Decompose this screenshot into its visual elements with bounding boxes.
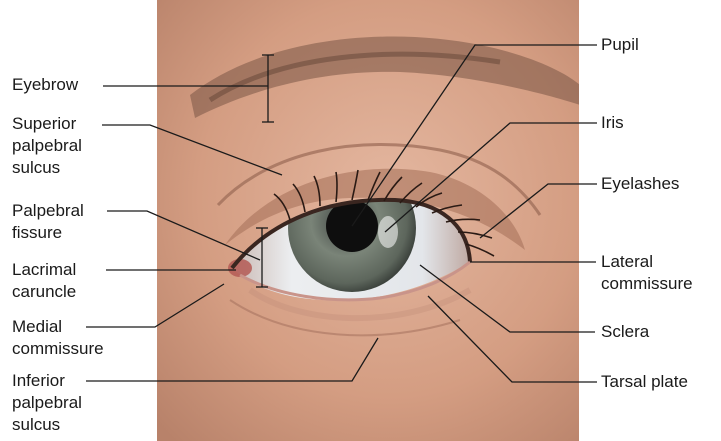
label-lateral-commissure: Lateral commissure: [601, 251, 693, 295]
label-palpebral-fissure: Palpebral fissure: [12, 200, 84, 244]
label-inferior-palpebral-sulcus: Inferior palpebral sulcus: [12, 370, 82, 436]
label-medial-commissure: Medial commissure: [12, 316, 104, 360]
label-pupil: Pupil: [601, 34, 639, 56]
label-sclera: Sclera: [601, 321, 649, 343]
label-iris: Iris: [601, 112, 624, 134]
caruncle-shape: [228, 259, 252, 277]
face-photo: [157, 0, 580, 441]
label-lacrimal-caruncle: Lacrimal caruncle: [12, 259, 76, 303]
label-eyelashes: Eyelashes: [601, 173, 679, 195]
label-superior-palpebral-sulcus: Superior palpebral sulcus: [12, 113, 82, 179]
label-eyebrow: Eyebrow: [12, 74, 78, 96]
label-tarsal-plate: Tarsal plate: [601, 371, 688, 393]
